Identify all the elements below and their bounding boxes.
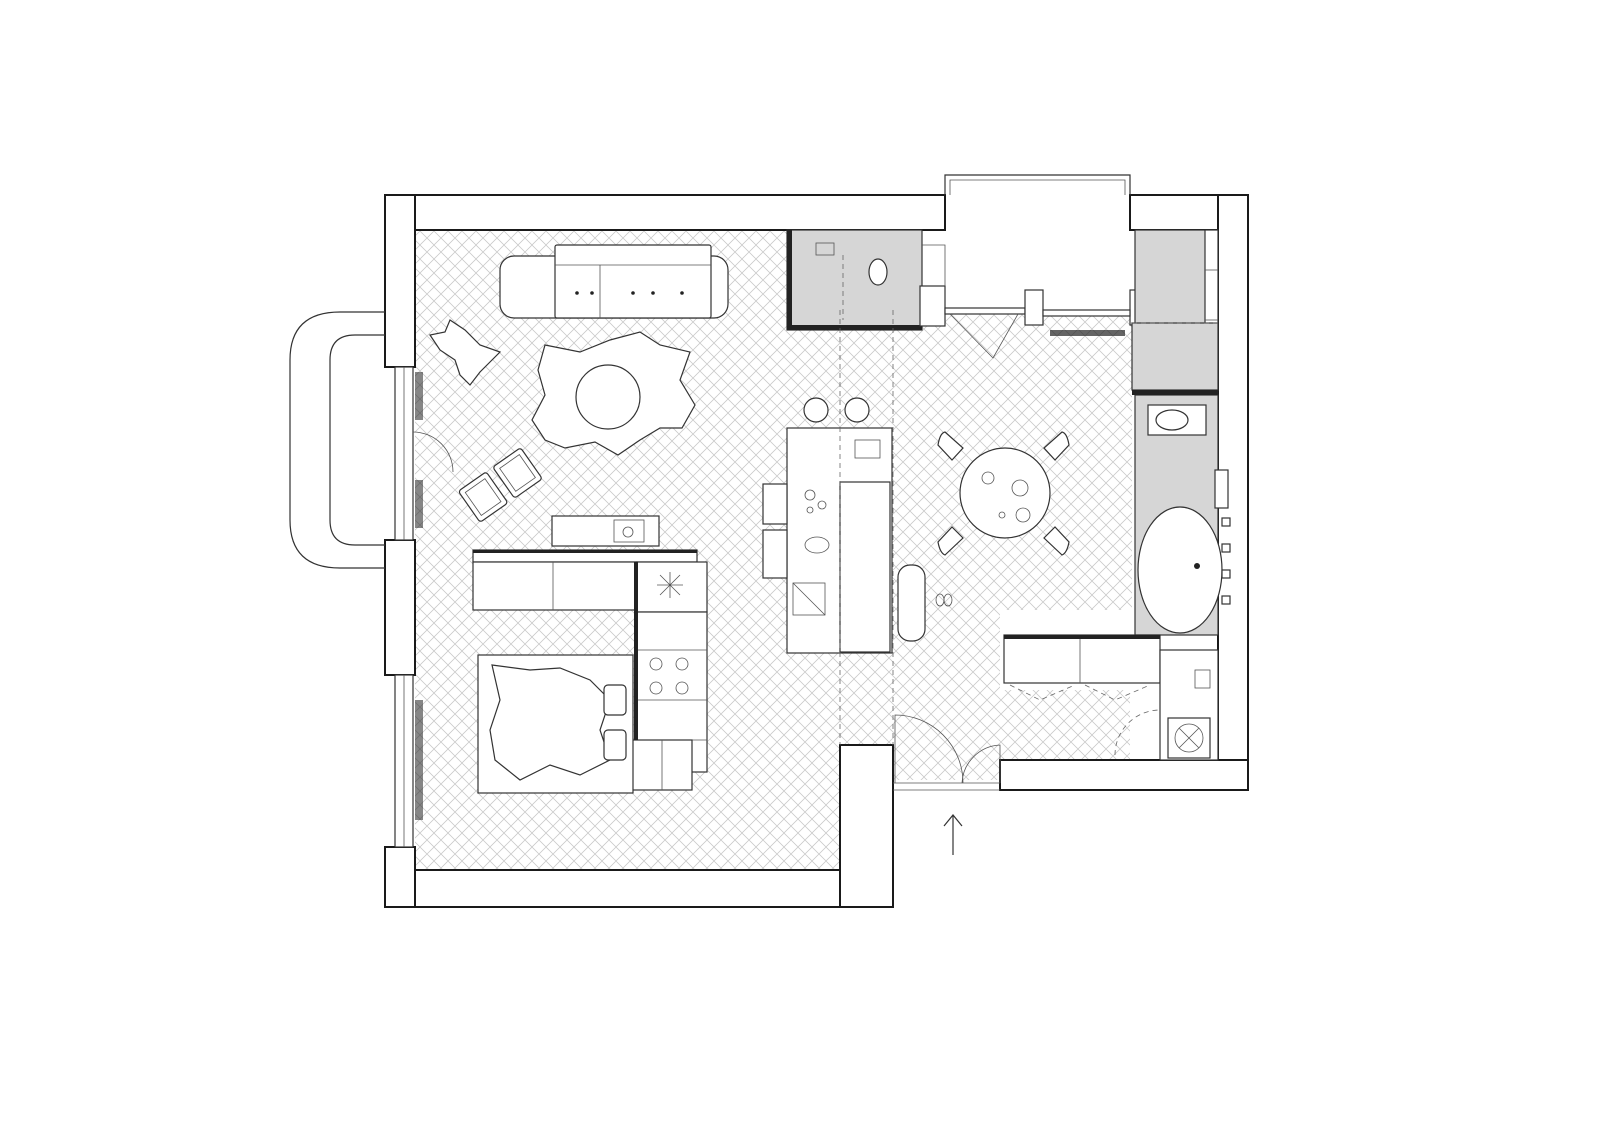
bed (477, 654, 634, 794)
entry-wardrobe (1003, 634, 1219, 761)
entrance-door (893, 714, 1001, 791)
bathroom (1131, 229, 1231, 636)
bay-terrace (289, 311, 385, 569)
window-left-lower (394, 674, 423, 848)
rug-coffee-table (531, 331, 696, 456)
exterior-walls (384, 194, 1249, 908)
kitchen-counter (472, 549, 708, 791)
bar-stools (803, 397, 870, 423)
dining-set (937, 431, 1070, 556)
balcony (944, 174, 1131, 195)
dashed-guides (839, 310, 1218, 745)
arrow-up-icon (943, 814, 963, 855)
fan-icon (1174, 723, 1204, 753)
cooktop-icon (657, 572, 683, 598)
sofa (499, 244, 729, 319)
dog-figure (429, 319, 502, 386)
armchairs (458, 448, 542, 522)
side-console (551, 515, 660, 547)
entry-bench (897, 564, 953, 642)
wc-room (786, 229, 946, 331)
kitchen-island (762, 427, 893, 654)
window-left-upper (394, 366, 454, 541)
